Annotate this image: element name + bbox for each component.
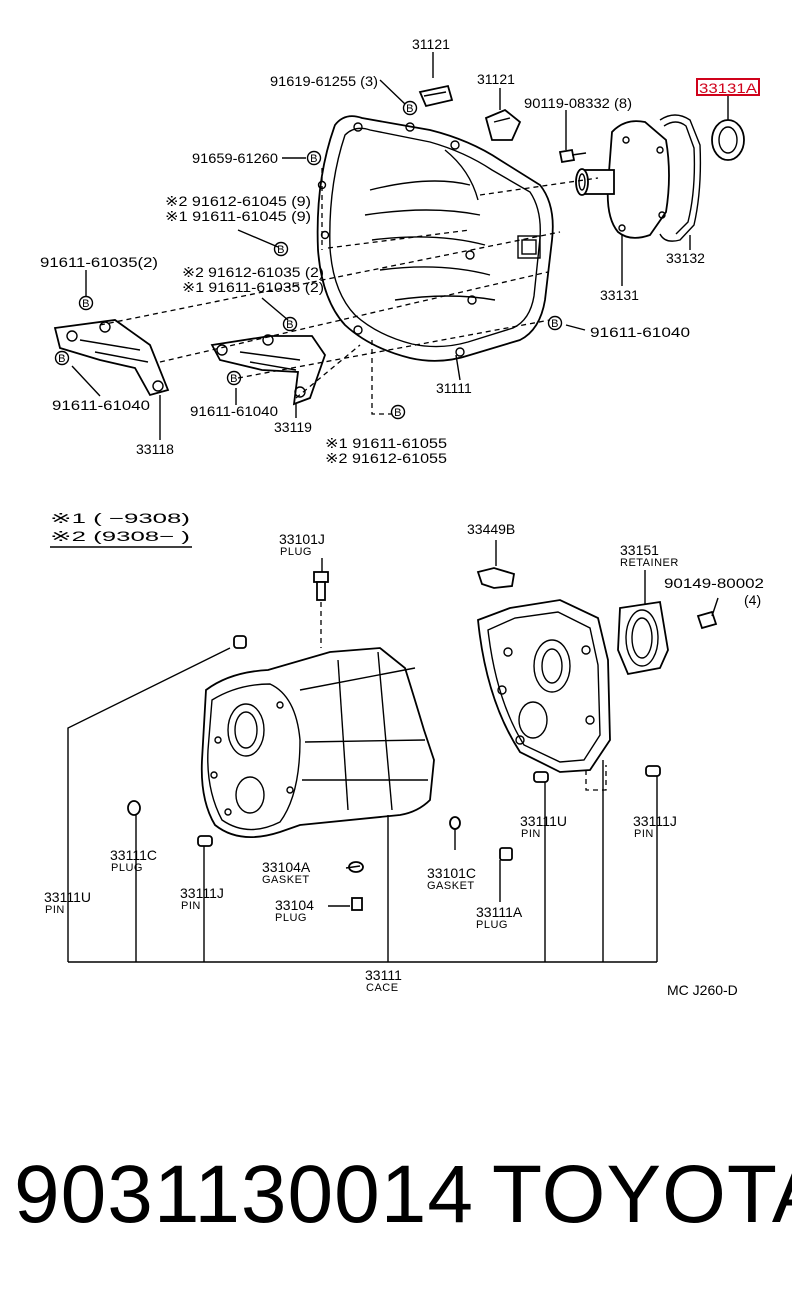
highlighted-part-33131A[interactable]: 33131A (696, 78, 760, 96)
cap-31121-side[interactable] (484, 108, 522, 141)
label-33111J-l[interactable]: 33111J (180, 885, 224, 901)
label-33101J-sub: PLUG (280, 546, 312, 558)
label-33101J[interactable]: 33101J (279, 531, 325, 547)
legend-note: ※1 ( −9308) ※2 (9308− ) (50, 510, 192, 548)
pin-33111U-r[interactable] (533, 771, 549, 783)
label-33104-sub: PLUG (275, 912, 307, 924)
plug-33101J[interactable] (313, 571, 329, 601)
footer-brand: TOYOTA (492, 1149, 792, 1240)
label-33111U-r[interactable]: 33111U (520, 813, 567, 829)
plug-33111A[interactable] (499, 847, 513, 861)
label-91611-61035-l[interactable]: 91611-61035(2) (40, 254, 158, 270)
bolt-mark-91611-61035-l: B (78, 295, 94, 311)
parts-diagram: B B B B B B B B B 31121 91619-61255 (3) … (40, 36, 764, 998)
label-a1-91611-61045[interactable]: ※1 91611-61045 (9) (165, 208, 311, 224)
footer-part-number: 9031130014 (14, 1149, 474, 1240)
label-33104[interactable]: 33104 (275, 897, 314, 913)
label-33111U-l-sub: PIN (45, 904, 65, 916)
svg-text:B: B (230, 373, 238, 385)
label-33101C-sub: GASKET (427, 880, 475, 892)
label-33119[interactable]: 33119 (274, 419, 312, 435)
label-33111J-l-sub: PIN (181, 900, 201, 912)
bolt-mark-91611-61040-r: B (547, 315, 563, 331)
label-31111[interactable]: 31111 (436, 380, 472, 396)
label-33449B[interactable]: 33449B (467, 521, 515, 537)
clip-33449B[interactable] (476, 567, 516, 589)
bracket-33118[interactable] (53, 319, 170, 397)
plug-33111C[interactable] (127, 800, 141, 816)
bolt-90119-08332[interactable] (558, 148, 587, 164)
retainer-33131[interactable] (575, 120, 670, 239)
label-a2-91612-61055[interactable]: ※2 91612-61055 (325, 450, 447, 466)
label-33151-sub: RETAINER (620, 557, 679, 569)
label-33111U-r-sub: PIN (521, 828, 541, 840)
label-33101C[interactable]: 33101C (427, 865, 476, 881)
svg-text:33131A: 33131A (699, 80, 758, 96)
label-90149-qty: (4) (744, 592, 761, 608)
svg-text:B: B (286, 319, 294, 331)
label-a1-91611-61035[interactable]: ※1 91611-61035 (2) (182, 279, 324, 295)
bolt-mark-91619: B (402, 100, 418, 116)
label-31121-top[interactable]: 31121 (412, 36, 450, 52)
label-33118[interactable]: 33118 (136, 441, 174, 457)
plug-33104[interactable] (351, 897, 363, 911)
label-91611-61040-m[interactable]: 91611-61040 (190, 403, 278, 419)
pin-top[interactable] (233, 635, 247, 649)
bracket-33119[interactable] (210, 334, 326, 406)
label-91611-61040-r[interactable]: 91611-61040 (590, 324, 690, 340)
cap-31121-top[interactable] (418, 84, 454, 108)
gasket-33101C[interactable] (449, 816, 461, 830)
svg-text:B: B (310, 153, 318, 165)
bolt-mark-91611-61055: B (390, 404, 406, 420)
label-33111C[interactable]: 33111C (110, 847, 157, 863)
svg-text:B: B (394, 407, 402, 419)
svg-text:B: B (82, 298, 90, 310)
gasket-33132[interactable] (659, 114, 702, 242)
svg-text:B: B (58, 353, 66, 365)
bolt-mark-91611-61040-m: B (226, 370, 242, 386)
bolt-90149-80002[interactable] (696, 597, 719, 630)
bolt-mark-91659: B (306, 150, 322, 166)
label-33132[interactable]: 33132 (666, 250, 705, 266)
pin-33111J-l[interactable] (197, 835, 213, 847)
retainer-33151[interactable] (617, 600, 669, 676)
svg-text:※1 ( −9308): ※1 ( −9308) (50, 510, 190, 526)
label-91611-61040-l[interactable]: 91611-61040 (52, 397, 150, 413)
label-a2-91612-61045[interactable]: ※2 91612-61045 (9) (165, 193, 311, 209)
label-a1-91611-61055[interactable]: ※1 91611-61055 (325, 435, 447, 451)
oil-seal-33131A[interactable] (711, 119, 745, 161)
bolt-mark-91611-61035-m: B (282, 316, 298, 332)
label-33104A[interactable]: 33104A (262, 859, 311, 875)
label-a2-91612-61035[interactable]: ※2 91612-61035 (2) (182, 264, 324, 280)
label-33111J-r[interactable]: 33111J (633, 813, 677, 829)
label-33104A-sub: GASKET (262, 874, 310, 886)
svg-text:B: B (551, 318, 559, 330)
label-33111U-l[interactable]: 33111U (44, 889, 91, 905)
label-33111C-sub: PLUG (111, 862, 143, 874)
label-90119-08332[interactable]: 90119-08332 (8) (524, 95, 632, 111)
label-31121-side[interactable]: 31121 (477, 71, 515, 87)
clutch-housing-31111[interactable] (316, 115, 554, 362)
label-33111A-sub: PLUG (476, 919, 508, 931)
pin-33111J-r[interactable] (645, 765, 661, 777)
diagram-code: MC J260-D (667, 982, 738, 998)
transmission-case-33111[interactable] (200, 647, 435, 838)
label-33111[interactable]: 33111 (365, 967, 402, 983)
footer: 9031130014 TOYOTA (0, 1140, 792, 1260)
label-90149-80002[interactable]: 90149-80002 (664, 575, 764, 591)
label-33111-sub: CACE (366, 982, 399, 994)
label-91659-61260[interactable]: 91659-61260 (192, 150, 278, 166)
label-33111J-r-sub: PIN (634, 828, 654, 840)
label-91619-61255[interactable]: 91619-61255 (3) (270, 73, 378, 89)
bolt-mark-91611-61045: B (273, 241, 289, 257)
bolt-mark-91611-61040-l: B (54, 350, 70, 366)
svg-text:※2 (9308− ): ※2 (9308− ) (50, 528, 190, 544)
adapter-plate[interactable] (477, 599, 611, 773)
label-33131[interactable]: 33131 (600, 287, 639, 303)
label-33151[interactable]: 33151 (620, 542, 659, 558)
svg-text:B: B (406, 103, 414, 115)
label-33111A[interactable]: 33111A (476, 904, 523, 920)
svg-text:B: B (277, 244, 285, 256)
